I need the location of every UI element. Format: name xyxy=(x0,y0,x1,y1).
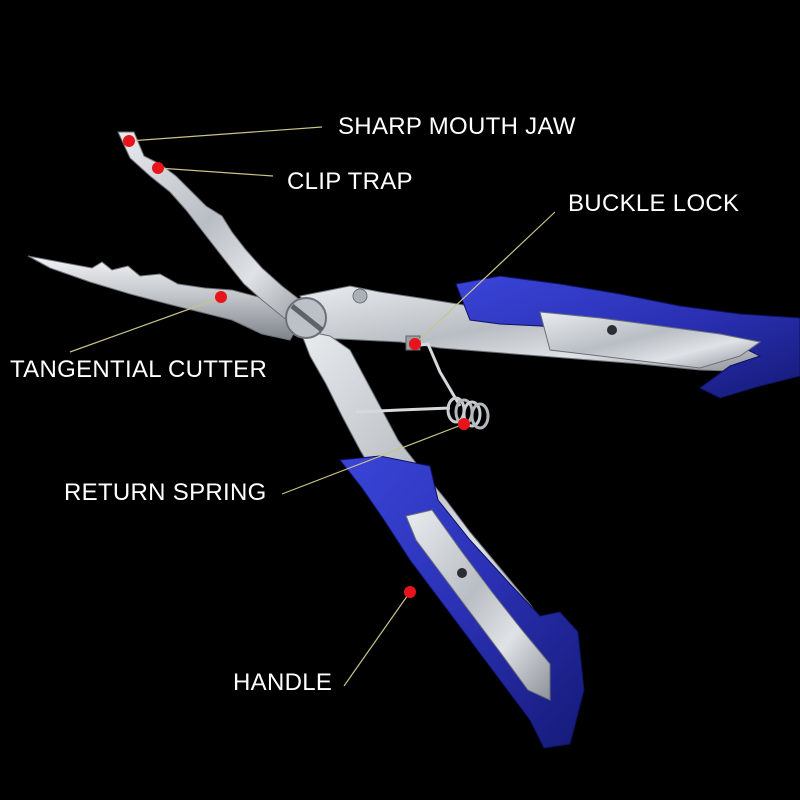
return-spring-wire xyxy=(355,406,451,414)
marker-buckle-lock xyxy=(409,338,421,350)
lower-handle-hole xyxy=(457,568,467,578)
label-clip-trap: CLIP TRAP xyxy=(287,168,413,195)
leader-line-handle xyxy=(343,591,411,687)
marker-sharp-mouth-jaw xyxy=(123,135,135,147)
marker-tangential-cutter xyxy=(215,291,227,303)
marker-handle xyxy=(404,586,416,598)
pivot-screw-slot xyxy=(290,304,324,332)
right-handle-hole xyxy=(607,325,617,335)
leader-line-return-spring xyxy=(281,423,465,495)
marker-return-spring xyxy=(458,418,470,430)
label-handle: HANDLE xyxy=(233,669,333,696)
label-return-spring: RETURN SPRING xyxy=(64,479,267,506)
leader-line-tangential-cutter xyxy=(69,297,221,353)
leader-line-sharp-mouth-jaw xyxy=(128,126,323,142)
leader-line-clip-trap xyxy=(157,167,274,177)
lower-handle-insert xyxy=(405,509,551,701)
right-handle-insert xyxy=(539,311,762,369)
label-buckle-lock: BUCKLE LOCK xyxy=(568,190,740,217)
label-sharp-mouth-jaw: SHARP MOUTH JAW xyxy=(338,113,576,140)
pivot-rivet xyxy=(352,288,368,304)
marker-clip-trap xyxy=(152,162,164,174)
buckle-lock-wire xyxy=(413,342,462,407)
label-tangential-cutter: TANGENTIAL CUTTER xyxy=(10,356,268,383)
leader-line-buckle-lock xyxy=(414,211,556,345)
